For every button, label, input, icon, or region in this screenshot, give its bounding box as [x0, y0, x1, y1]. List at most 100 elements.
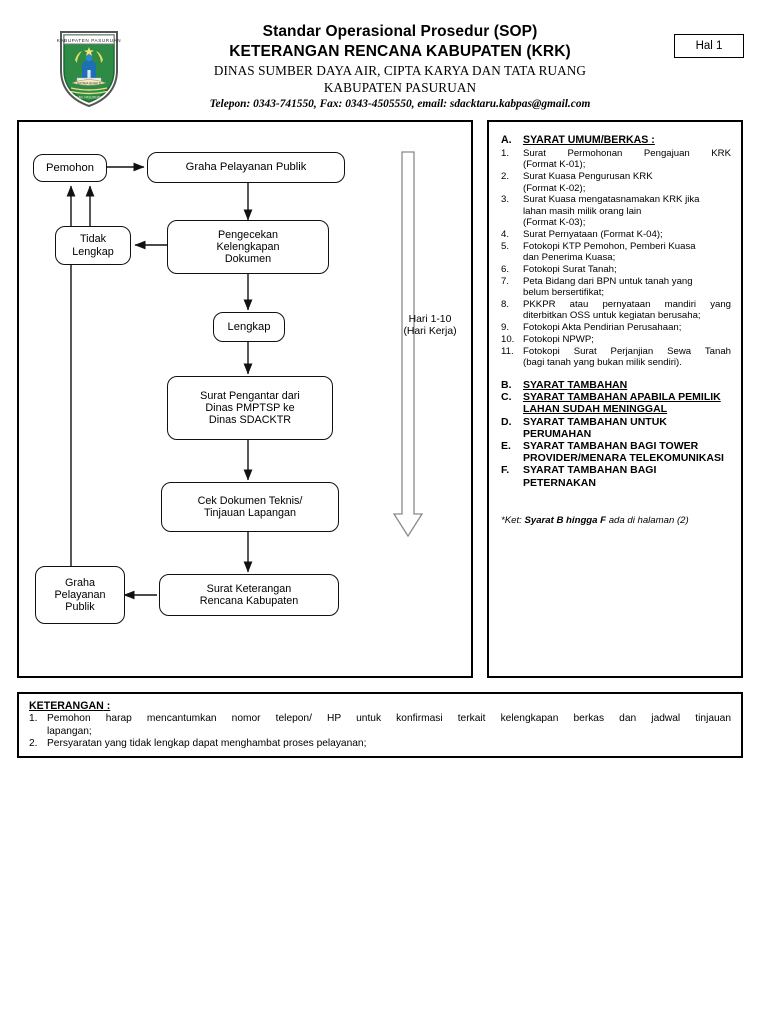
requirement-line: (bagi tanah yang bukan milik sendiri).	[523, 357, 682, 369]
requirement-number: 2.	[501, 171, 510, 183]
requirement-line: Surat Kuasa mengatasnamakan KRK jika	[523, 194, 700, 206]
section-f-line: PETERNAKAN	[523, 476, 596, 489]
requirement-number: 1.	[501, 148, 510, 159]
flowchart-panel: Pemohon Graha Pelayanan Publik Tidak Len…	[17, 120, 473, 678]
requirement-item: 3. Surat Kuasa mengatasnamakan KRK jika …	[501, 194, 731, 228]
requirement-line: PKKPR atau pernyataan mandiri yang	[523, 299, 731, 311]
flowchart: Pemohon Graha Pelayanan Publik Tidak Len…	[19, 122, 471, 676]
requirement-line: diterbitkan OSS untuk kegiatan berusaha;	[523, 310, 701, 322]
requirement-body: PKKPR atau pernyataan mandiri yang diter…	[523, 299, 731, 322]
requirement-line: belum bersertifikat;	[523, 287, 605, 299]
requirement-number: 10.	[501, 334, 515, 346]
requirement-body: Fotokopi NPWP;	[523, 334, 731, 345]
requirement-item: 1. Surat Permohonan Pengajuan KRK (Forma…	[501, 148, 731, 171]
footnote-rest: ada di halaman (2)	[606, 514, 689, 526]
document-title-block: Standar Operasional Prosedur (SOP) KETER…	[150, 22, 650, 112]
requirements-content: A. SYARAT UMUM/BERKAS : 1. Surat Permoho…	[489, 122, 741, 676]
flow-node-pemohon: Pemohon	[33, 154, 107, 182]
requirements-section-a-heading: A. SYARAT UMUM/BERKAS :	[501, 134, 731, 146]
section-f-title: SYARAT TAMBAHAN BAGI PETERNAKAN	[523, 464, 731, 488]
section-f-line: SYARAT TAMBAHAN BAGI	[523, 464, 657, 477]
requirement-line: (Format K-02);	[523, 182, 586, 194]
keterangan-item: 1. Pemohon harap mencantumkan nomor tele…	[29, 713, 731, 738]
requirement-item: 6. Fotokopi Surat Tanah;	[501, 264, 731, 275]
requirement-number: 3.	[501, 194, 510, 206]
document-header: KABUPATEN PASURUAN SATRIA BHAKTI KAB. PA…	[0, 8, 768, 118]
flow-node-tidak-lengkap: Tidak Lengkap	[55, 226, 131, 265]
title-line-1: Standar Operasional Prosedur (SOP)	[262, 23, 538, 40]
requirements-footnote: *Ket: Syarat B hingga F ada di halaman (…	[501, 515, 731, 526]
requirement-line: Fotokopi Akta Pendirian Perusahaan;	[523, 322, 682, 334]
footnote-bold-text: Syarat B hingga F	[524, 514, 607, 526]
requirement-number: 5.	[501, 240, 510, 252]
section-b-title: SYARAT TAMBAHAN	[523, 379, 731, 391]
page-number-box: Hal 1	[674, 34, 744, 58]
flow-node-surat-pengantar-label: Surat Pengantar dari Dinas PMPTSP ke Din…	[200, 389, 300, 427]
flow-node-pengecekan-label: Pengecekan Kelengkapan Dokumen	[216, 228, 280, 266]
requirement-item: 5. Fotokopi KTP Pemohon, Pemberi Kuasa d…	[501, 241, 731, 264]
flow-node-graha-pelayanan-publik-top: Graha Pelayanan Publik	[147, 152, 345, 183]
requirement-line: Fotokopi KTP Pemohon, Pemberi Kuasa	[523, 240, 696, 252]
flow-node-pemohon-label: Pemohon	[46, 161, 94, 174]
keterangan-item-number: 2.	[29, 738, 38, 750]
section-spacer	[501, 369, 731, 379]
section-d-line: PERUMAHAN	[523, 427, 592, 440]
section-a-letter: A.	[501, 134, 512, 146]
flow-node-surat-keterangan-rencana-kabupaten: Surat Keterangan Rencana Kabupaten	[159, 574, 339, 616]
requirements-section-c: C. SYARAT TAMBAHAN APABILA PEMILIK LAHAN…	[501, 391, 731, 415]
flow-node-cek-dokumen-teknis: Cek Dokumen Teknis/ Tinjauan Lapangan	[161, 482, 339, 532]
section-e-line: SYARAT TAMBAHAN BAGI TOWER	[523, 440, 699, 453]
title-contact-line: Telepon: 0343-741550, Fax: 0343-4505550,…	[209, 98, 591, 110]
requirements-section-d: D. SYARAT TAMBAHAN UNTUK PERUMAHAN	[501, 416, 731, 440]
requirement-line: lahan masih milik orang lain	[523, 205, 642, 217]
requirement-body: Surat Permohonan Pengajuan KRK (Format K…	[523, 148, 731, 171]
requirement-number: 8.	[501, 299, 510, 311]
requirement-number: 4.	[501, 229, 510, 241]
day-arrow-label-line1: Hari 1-10	[408, 314, 452, 325]
title-line-2: KETERANGAN RENCANA KABUPATEN (KRK)	[229, 43, 571, 60]
section-a-title: SYARAT UMUM/BERKAS :	[523, 134, 655, 146]
keterangan-item-line: lapangan;	[47, 725, 92, 737]
flow-node-graha-bottom-label: Graha Pelayanan Publik	[54, 576, 106, 614]
flow-node-tidak-lengkap-label: Tidak Lengkap	[72, 233, 114, 258]
keterangan-title-colon: :	[103, 700, 111, 712]
requirement-body: Surat Pernyataan (Format K-04);	[523, 229, 731, 240]
requirements-section-f: F. SYARAT TAMBAHAN BAGI PETERNAKAN	[501, 464, 731, 488]
requirement-line: Surat Pernyataan (Format K-04);	[523, 229, 663, 241]
section-d-letter: D.	[501, 415, 512, 428]
requirement-line: Peta Bidang dari BPN untuk tanah yang	[523, 275, 693, 287]
requirement-item: 2. Surat Kuasa Pengurusan KRK (Format K-…	[501, 171, 731, 194]
keterangan-item: 2. Persyaratan yang tidak lengkap dapat …	[29, 738, 731, 751]
section-c-letter: C.	[501, 391, 512, 404]
flow-node-skrk-label: Surat Keterangan Rencana Kabupaten	[199, 582, 299, 607]
flow-node-graha-pelayanan-publik-bottom: Graha Pelayanan Publik	[35, 566, 125, 624]
section-e-line: PROVIDER/MENARA TELEKOMUNIKASI	[523, 452, 724, 465]
requirement-line: Fotokopi Surat Tanah;	[523, 264, 617, 276]
requirement-line: Surat Permohonan Pengajuan KRK	[523, 148, 731, 159]
requirement-number: 6.	[501, 264, 510, 276]
requirement-line: (Format K-01);	[523, 159, 586, 171]
requirement-number: 11.	[501, 345, 514, 357]
keterangan-item-body: Persyaratan yang tidak lengkap dapat men…	[47, 738, 731, 751]
section-b-line: SYARAT TAMBAHAN	[523, 379, 628, 392]
section-d-line: SYARAT TAMBAHAN UNTUK	[523, 415, 667, 428]
requirement-body: Peta Bidang dari BPN untuk tanah yang be…	[523, 276, 731, 299]
flow-node-pengecekan-kelengkapan-dokumen: Pengecekan Kelengkapan Dokumen	[167, 220, 329, 274]
svg-text:KAB. PASURUAN: KAB. PASURUAN	[76, 96, 102, 100]
requirement-line: Fotokopi Surat Perjanjian Sewa Tanah	[523, 345, 731, 357]
requirements-panel: A. SYARAT UMUM/BERKAS : 1. Surat Permoho…	[487, 120, 743, 678]
requirement-item: 9. Fotokopi Akta Pendirian Perusahaan;	[501, 322, 731, 333]
page-number-label: Hal 1	[695, 40, 723, 52]
flow-node-cek-teknis-label: Cek Dokumen Teknis/ Tinjauan Lapangan	[197, 494, 303, 519]
section-c-line: SYARAT TAMBAHAN APABILA PEMILIK	[523, 391, 721, 404]
requirement-line: dan Penerima Kuasa;	[523, 252, 616, 264]
requirement-body: Fotokopi Surat Tanah;	[523, 264, 731, 275]
requirement-item: 4. Surat Pernyataan (Format K-04);	[501, 229, 731, 240]
section-d-title: SYARAT TAMBAHAN UNTUK PERUMAHAN	[523, 416, 731, 440]
requirement-body: Fotokopi Akta Pendirian Perusahaan;	[523, 322, 731, 333]
requirements-section-e: E. SYARAT TAMBAHAN BAGI TOWER PROVIDER/M…	[501, 440, 731, 464]
requirement-item: 11. Fotokopi Surat Perjanjian Sewa Tanah…	[501, 346, 731, 369]
requirement-body: Fotokopi Surat Perjanjian Sewa Tanah (ba…	[523, 346, 731, 369]
section-c-line: LAHAN SUDAH MENINGGAL	[523, 403, 668, 416]
